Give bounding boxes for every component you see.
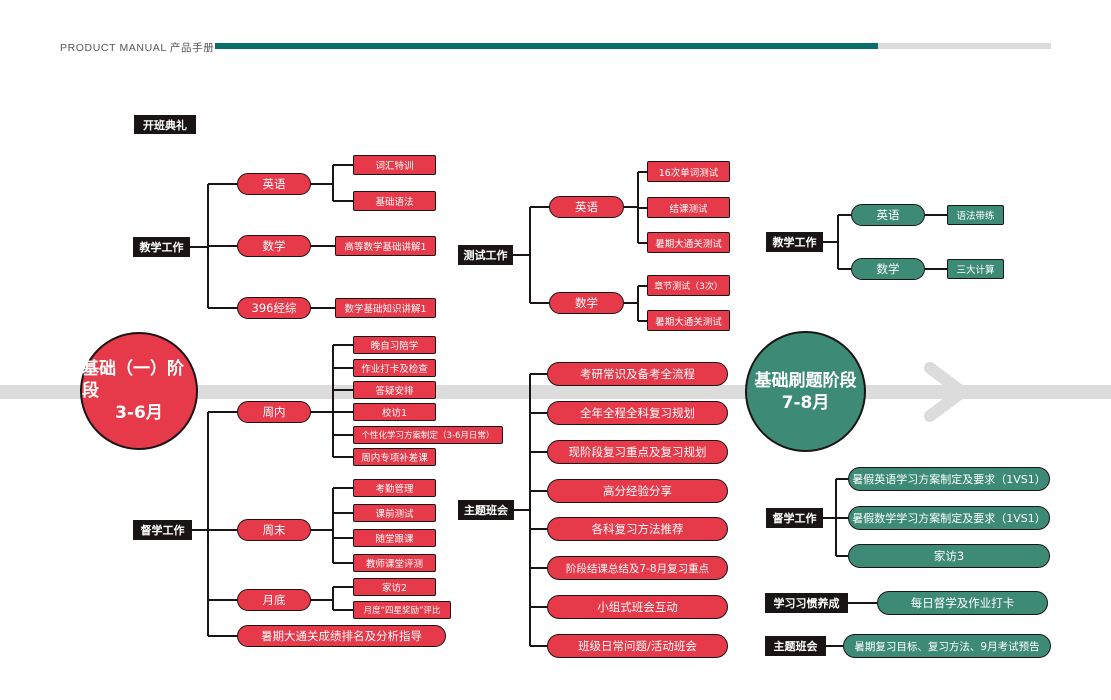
weekday-item: 作业打卡及检查 xyxy=(353,359,436,377)
theme-meeting-item: 班级日常问题/活动班会 xyxy=(547,634,728,658)
weekday-item: 校访1 xyxy=(353,403,436,421)
theme-meeting-item: 各科复习方法推荐 xyxy=(547,517,728,541)
teaching-english-item: 基础语法 xyxy=(353,191,436,211)
theme-meeting-item: 阶段结课总结及7-8月复习重点 xyxy=(547,556,728,580)
supervision-label: 督学工作 xyxy=(133,520,192,540)
teaching-math-item: 高等数学基础讲解1 xyxy=(335,236,436,256)
weekday-item: 晚自习陪学 xyxy=(353,336,436,354)
testing-work-label: 测试工作 xyxy=(458,245,513,265)
teaching-english-item: 词汇特训 xyxy=(353,155,436,175)
testing-math-item: 章节测试（3次） xyxy=(647,275,730,296)
theme2-item: 暑期复习目标、复习方法、9月考试预告 xyxy=(843,634,1051,658)
testing-english-item: 暑期大通关测试 xyxy=(647,232,730,253)
stage1-circle: 基础（一）阶段 3-6月 xyxy=(80,332,198,450)
teaching2-math-item: 三大计算 xyxy=(947,259,1004,279)
teaching-396-item: 数学基础知识讲解1 xyxy=(335,298,436,318)
weekend-item: 课前测试 xyxy=(353,504,436,522)
stage1-period: 3-6月 xyxy=(115,403,163,423)
testing-english-item: 16次单词测试 xyxy=(647,161,730,182)
monthend-item: 月度“四星奖励”评比 xyxy=(353,601,451,619)
supervision-weekday-node: 周内 xyxy=(237,401,311,423)
teaching-english-node: 英语 xyxy=(237,173,311,195)
supervision-monthend-node: 月底 xyxy=(237,589,311,611)
teaching-work-label: 教学工作 xyxy=(133,237,190,257)
habit2-item: 每日督学及作业打卡 xyxy=(877,591,1048,615)
teaching2-english-item: 语法带练 xyxy=(947,205,1004,225)
habit2-label: 学习习惯养成 xyxy=(765,593,848,613)
weekday-item: 答疑安排 xyxy=(353,381,436,399)
weekend-item: 随堂跟课 xyxy=(353,529,436,547)
testing-english-node: 英语 xyxy=(549,196,624,218)
header-title: PRODUCT MANUAL 产品手册 xyxy=(60,42,215,54)
arrow-right-icon xyxy=(924,362,968,422)
opening-ceremony-label: 开班典礼 xyxy=(134,115,196,134)
supervision2-item: 家访3 xyxy=(848,544,1050,568)
theme2-label: 主题班会 xyxy=(765,636,826,656)
theme-meeting-item: 全年全程全科复习规划 xyxy=(547,401,728,425)
supervision2-item: 暑假数学学习方案制定及要求（1VS1） xyxy=(848,506,1050,530)
theme-meeting-item: 小组式班会互动 xyxy=(547,595,728,619)
testing-math-node: 数学 xyxy=(549,292,624,314)
teaching-396-node: 396经综 xyxy=(237,297,311,319)
stage2-circle: 基础刷题阶段 7-8月 xyxy=(745,331,866,452)
weekday-item: 周内专项补差课 xyxy=(353,448,436,466)
stage2-period: 7-8月 xyxy=(781,392,830,413)
header-bar-accent xyxy=(215,43,878,49)
supervision2-label: 督学工作 xyxy=(766,508,823,528)
testing-english-item: 结课测试 xyxy=(647,197,730,218)
theme-meeting-label: 主题班会 xyxy=(458,500,514,520)
theme-meeting-item: 高分经验分享 xyxy=(547,479,728,503)
supervision2-item: 暑假英语学习方案制定及要求（1VS1） xyxy=(848,467,1050,491)
teaching2-label: 教学工作 xyxy=(766,232,823,252)
teaching2-english-node: 英语 xyxy=(851,204,925,226)
weekday-item: 个性化学习方案制定（3-6月日常） xyxy=(353,426,503,444)
monthend-item: 家访2 xyxy=(353,578,436,596)
stage1-title: 基础（一）阶段 xyxy=(82,359,184,401)
supervision-weekend-node: 周末 xyxy=(237,519,311,541)
supervision-summer-node: 暑期大通关成绩排名及分析指导 xyxy=(237,625,446,647)
testing-math-item: 暑期大通关测试 xyxy=(647,310,730,331)
weekend-item: 教师课堂评测 xyxy=(353,554,436,572)
teaching-math-node: 数学 xyxy=(237,235,311,257)
weekend-item: 考勤管理 xyxy=(353,479,436,497)
theme-meeting-item: 考研常识及备考全流程 xyxy=(547,362,728,386)
stage2-title: 基础刷题阶段 xyxy=(754,370,857,391)
teaching2-math-node: 数学 xyxy=(851,258,925,280)
theme-meeting-item: 现阶段复习重点及复习规划 xyxy=(547,440,728,464)
